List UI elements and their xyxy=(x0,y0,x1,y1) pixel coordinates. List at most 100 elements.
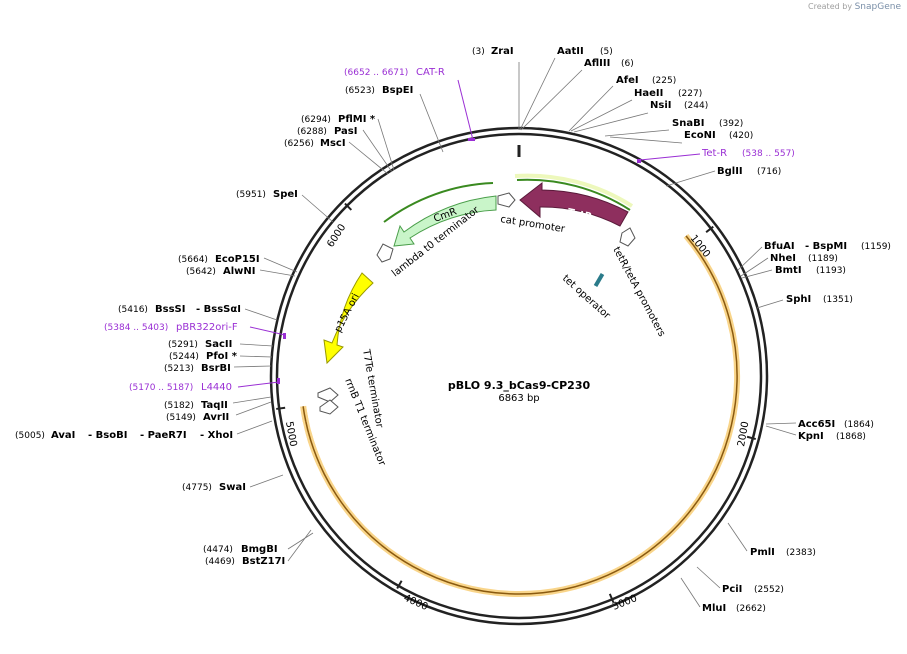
site-econi: EcoNI(420) xyxy=(684,130,753,141)
tet-operator-mark xyxy=(593,272,605,288)
cmr-green-track xyxy=(383,182,494,223)
leader-msci xyxy=(348,141,389,175)
site-pmli: PmlI(2383) xyxy=(750,547,816,558)
orange-arc-small xyxy=(302,406,307,422)
site-mlui: MluI(2662) xyxy=(702,603,766,614)
t7te-terminator-arrow xyxy=(317,387,339,403)
leader-avai xyxy=(236,420,273,435)
tetr-label: TetR xyxy=(566,207,593,223)
primer-cat-r: (6652 .. 6671) CAT-R xyxy=(344,60,445,79)
site-nhei: NheI(1189) xyxy=(770,253,838,264)
site-afei: AfeI(225) xyxy=(616,75,676,86)
site-pasi: (6288)PasI xyxy=(297,126,357,137)
leader-aatii xyxy=(519,57,556,131)
tick-mark-1000 xyxy=(705,225,714,233)
site-alwni: (5642)AlwNI xyxy=(186,266,256,277)
leader-ecop15i xyxy=(263,257,298,273)
orange-arc-short xyxy=(307,432,321,465)
leader-bmgbi xyxy=(287,532,314,550)
leader-l4440 xyxy=(237,381,280,388)
leader-kpni xyxy=(765,425,797,436)
site-bsssi: (5416)BssSI- BssSαI xyxy=(118,304,241,315)
site-haeii: HaeII(227) xyxy=(634,88,702,99)
site-pfoi: (5244)PfoI * xyxy=(169,351,238,362)
leader-pbr322ori-f xyxy=(249,326,286,336)
site-bmti: BmtI(1193) xyxy=(775,265,846,276)
site-bmgbi: (4474)BmgBI xyxy=(203,544,278,555)
leader-pmli xyxy=(727,522,748,552)
site-ecop15i: (5664)EcoP15I xyxy=(178,254,260,265)
leader-alwni xyxy=(259,269,296,277)
leader-afei xyxy=(568,85,614,132)
leader-nhei xyxy=(740,257,769,277)
site-afliii: AflIII(6) xyxy=(584,58,634,69)
tick-mark-5000 xyxy=(276,406,286,410)
tetr-green-track xyxy=(516,178,631,211)
cat-promoter-arrow xyxy=(497,192,516,208)
tet-r-mark xyxy=(637,159,641,163)
cmr-arrow xyxy=(393,195,497,247)
primer-marks xyxy=(237,79,701,388)
site-swai: (4775)SwaI xyxy=(182,482,246,493)
site-spei: (5951)SpeI xyxy=(236,189,298,200)
tick-label-5000: 5000 xyxy=(283,421,298,448)
leader-pcii xyxy=(696,566,721,589)
site-zrai: (3)ZraI xyxy=(472,46,514,57)
pbr322ori-f-mark xyxy=(283,333,286,339)
leader-bsssi xyxy=(244,308,278,321)
site-pcii: PciI(2552) xyxy=(722,584,784,595)
site-sacii: (5291)SacII xyxy=(168,339,232,350)
site-bspei: (6523)BspEI xyxy=(345,85,413,96)
leader-cat-r xyxy=(457,79,474,141)
orange-arcs xyxy=(300,233,740,597)
site-pflmi: (6294)PflMI * xyxy=(301,114,376,125)
site-msci: (6256)MscI xyxy=(284,138,346,149)
site-snabi: SnaBI(392) xyxy=(672,118,743,129)
site-bsrbi: (5213)BsrBI xyxy=(164,363,231,374)
leader-pflmi xyxy=(377,118,395,171)
leader-bspei xyxy=(419,93,444,153)
leader-snabi xyxy=(604,129,670,137)
cat-r-mark xyxy=(468,138,475,141)
tetr-arrow xyxy=(519,181,629,227)
leader-nsii xyxy=(573,112,649,133)
site-kpni: KpnI(1868) xyxy=(798,431,866,442)
tick-mark-2000 xyxy=(746,435,757,441)
primer-pbr322ori-f: (5384 .. 5403) pBR322ori-F xyxy=(104,315,238,334)
leader-avrii xyxy=(235,401,272,416)
leader-pfoi xyxy=(239,355,273,358)
tet-operator-label: tet operator xyxy=(560,273,613,322)
site-nsii: NsiI(244) xyxy=(650,100,708,111)
leader-swai xyxy=(249,474,284,488)
leader-bstz17i xyxy=(287,529,312,562)
site-bglii: BglII(716) xyxy=(717,166,781,177)
leader-sphi xyxy=(756,299,784,309)
rrnb-t1-terminator-arrow xyxy=(319,399,339,415)
leader-spei xyxy=(301,194,334,223)
cat-promoter-label: cat promoter xyxy=(500,214,567,235)
site-avrii: (5149)AvrII xyxy=(166,412,229,423)
tetr-promoters-label: tetR/tetA promoters xyxy=(610,245,667,338)
site-taqii: (5182)TaqII xyxy=(164,400,228,411)
primer-tet-r: Tet-R (538 .. 557) xyxy=(701,141,795,160)
site-bstz17i: (4469)BstZ17I xyxy=(205,556,285,567)
leader-sacii xyxy=(239,343,274,347)
site-bfuai: BfuAI- BspMI(1159) xyxy=(764,241,891,252)
lambda-t0-arrow xyxy=(376,243,394,263)
leader-pasi xyxy=(362,129,393,173)
tick-marks xyxy=(276,202,757,603)
tetr-highlight xyxy=(514,173,634,208)
backbone-outer-ring xyxy=(269,126,769,626)
plasmid-length: 6863 bp xyxy=(498,393,539,404)
l4440-mark xyxy=(277,378,280,384)
leader-bsrbi xyxy=(233,365,272,368)
snapgene-credit: Created by SnapGene xyxy=(808,2,901,12)
p15a-ori-label: p15A ori xyxy=(333,292,362,335)
site-acc65i: Acc65I(1864) xyxy=(798,419,874,430)
leader-mlui xyxy=(680,577,701,608)
snapgene-logo: SnapGene xyxy=(854,2,901,12)
leader-acc65i xyxy=(765,422,797,425)
tetr-promoter-arrow xyxy=(619,227,636,247)
tick-label-2000: 2000 xyxy=(736,421,751,448)
